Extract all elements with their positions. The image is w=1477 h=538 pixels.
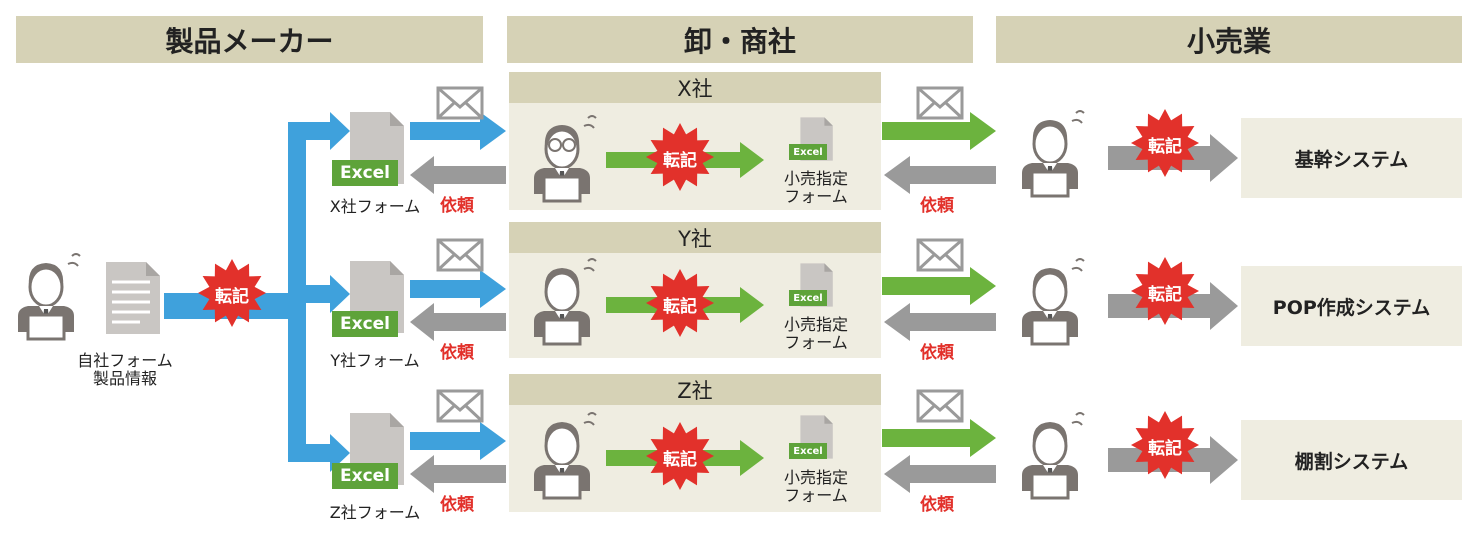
green-arrow-right [882,112,996,150]
retail-form-label-line1: 小売指定 [783,169,848,188]
gray-arrow-left [884,303,996,341]
gray-arrow-left [410,303,506,341]
gray-arrow-left [410,156,506,194]
stamp-label: 転記 [663,297,697,317]
blue-arrow-branch [288,434,350,472]
person-icon [1020,411,1086,500]
envelope-icon [916,389,964,423]
person-icon [532,257,598,346]
person-icon [532,411,598,500]
request-label: 依頼 [440,495,474,515]
company-title: Y社 [509,222,881,253]
retail-form-label-line2: フォーム [784,333,848,352]
excel-badge: Excel [332,311,398,337]
gray-arrow-left [410,455,506,493]
header-maker: 製品メーカー [16,16,483,63]
request-label: 依頼 [920,495,954,515]
stamp-label: 転記 [1148,285,1182,305]
retail-form-label: 小売指定 フォーム [766,316,866,352]
source-label-line1: 自社フォーム [77,351,173,370]
green-arrow-right [882,419,996,457]
blue-arrow-right [410,112,506,150]
stamp-label: 転記 [215,287,249,307]
stamp-label: 転記 [663,151,697,171]
excel-badge: Excel [789,290,827,306]
blue-arrow-right [410,422,506,460]
header-retail: 小売業 [996,16,1462,63]
system-box-shelf: 棚割システム [1241,420,1462,500]
blue-arrow-branch [288,112,350,150]
gray-arrow-left [884,156,996,194]
retail-form-label-line1: 小売指定 [783,315,848,334]
system-label: 棚割システム [1294,450,1409,473]
retail-form-label-line1: 小売指定 [783,468,848,487]
source-label: 自社フォーム 製品情報 [70,352,180,388]
green-arrow-right [882,267,996,305]
system-box-pop: POP作成システム [1241,266,1462,346]
retail-form-label: 小売指定 フォーム [766,469,866,505]
envelope-icon [916,86,964,120]
request-label: 依頼 [920,196,954,216]
request-label: 依頼 [440,196,474,216]
blue-arrow-branch [288,275,350,313]
excel-badge: Excel [332,160,398,186]
header-wholesale: 卸・商社 [507,16,973,63]
maker-form-label: X社フォーム [329,197,421,216]
source-label-line2: 製品情報 [92,369,157,388]
document-icon [106,262,160,334]
excel-badge: Excel [332,463,398,489]
system-label: POP作成システム [1272,296,1431,319]
stamp-label: 転記 [1148,137,1182,157]
envelope-icon [436,86,484,120]
company-title: X社 [509,72,881,103]
stamp-label: 転記 [1148,439,1182,459]
retail-form-label-line2: フォーム [784,486,848,505]
excel-badge: Excel [789,144,827,160]
maker-form-label: Z社フォーム [329,503,421,522]
person-icon [1020,109,1086,198]
person-icon [1020,257,1086,346]
retail-form-label-line2: フォーム [784,187,848,206]
stamp-label: 転記 [663,450,697,470]
company-title: Z社 [509,374,881,405]
retail-form-label: 小売指定 フォーム [766,170,866,206]
request-label: 依頼 [920,343,954,363]
envelope-icon [436,238,484,272]
maker-form-label: Y社フォーム [330,351,420,370]
envelope-icon [916,238,964,272]
blue-arrow-right [410,270,506,308]
person-icon [16,252,82,341]
person-with-glasses-icon [532,114,598,203]
excel-badge: Excel [789,443,827,459]
envelope-icon [436,389,484,423]
system-label: 基幹システム [1294,148,1409,171]
request-label: 依頼 [440,343,474,363]
gray-arrow-left [884,455,996,493]
system-box-core: 基幹システム [1241,118,1462,198]
